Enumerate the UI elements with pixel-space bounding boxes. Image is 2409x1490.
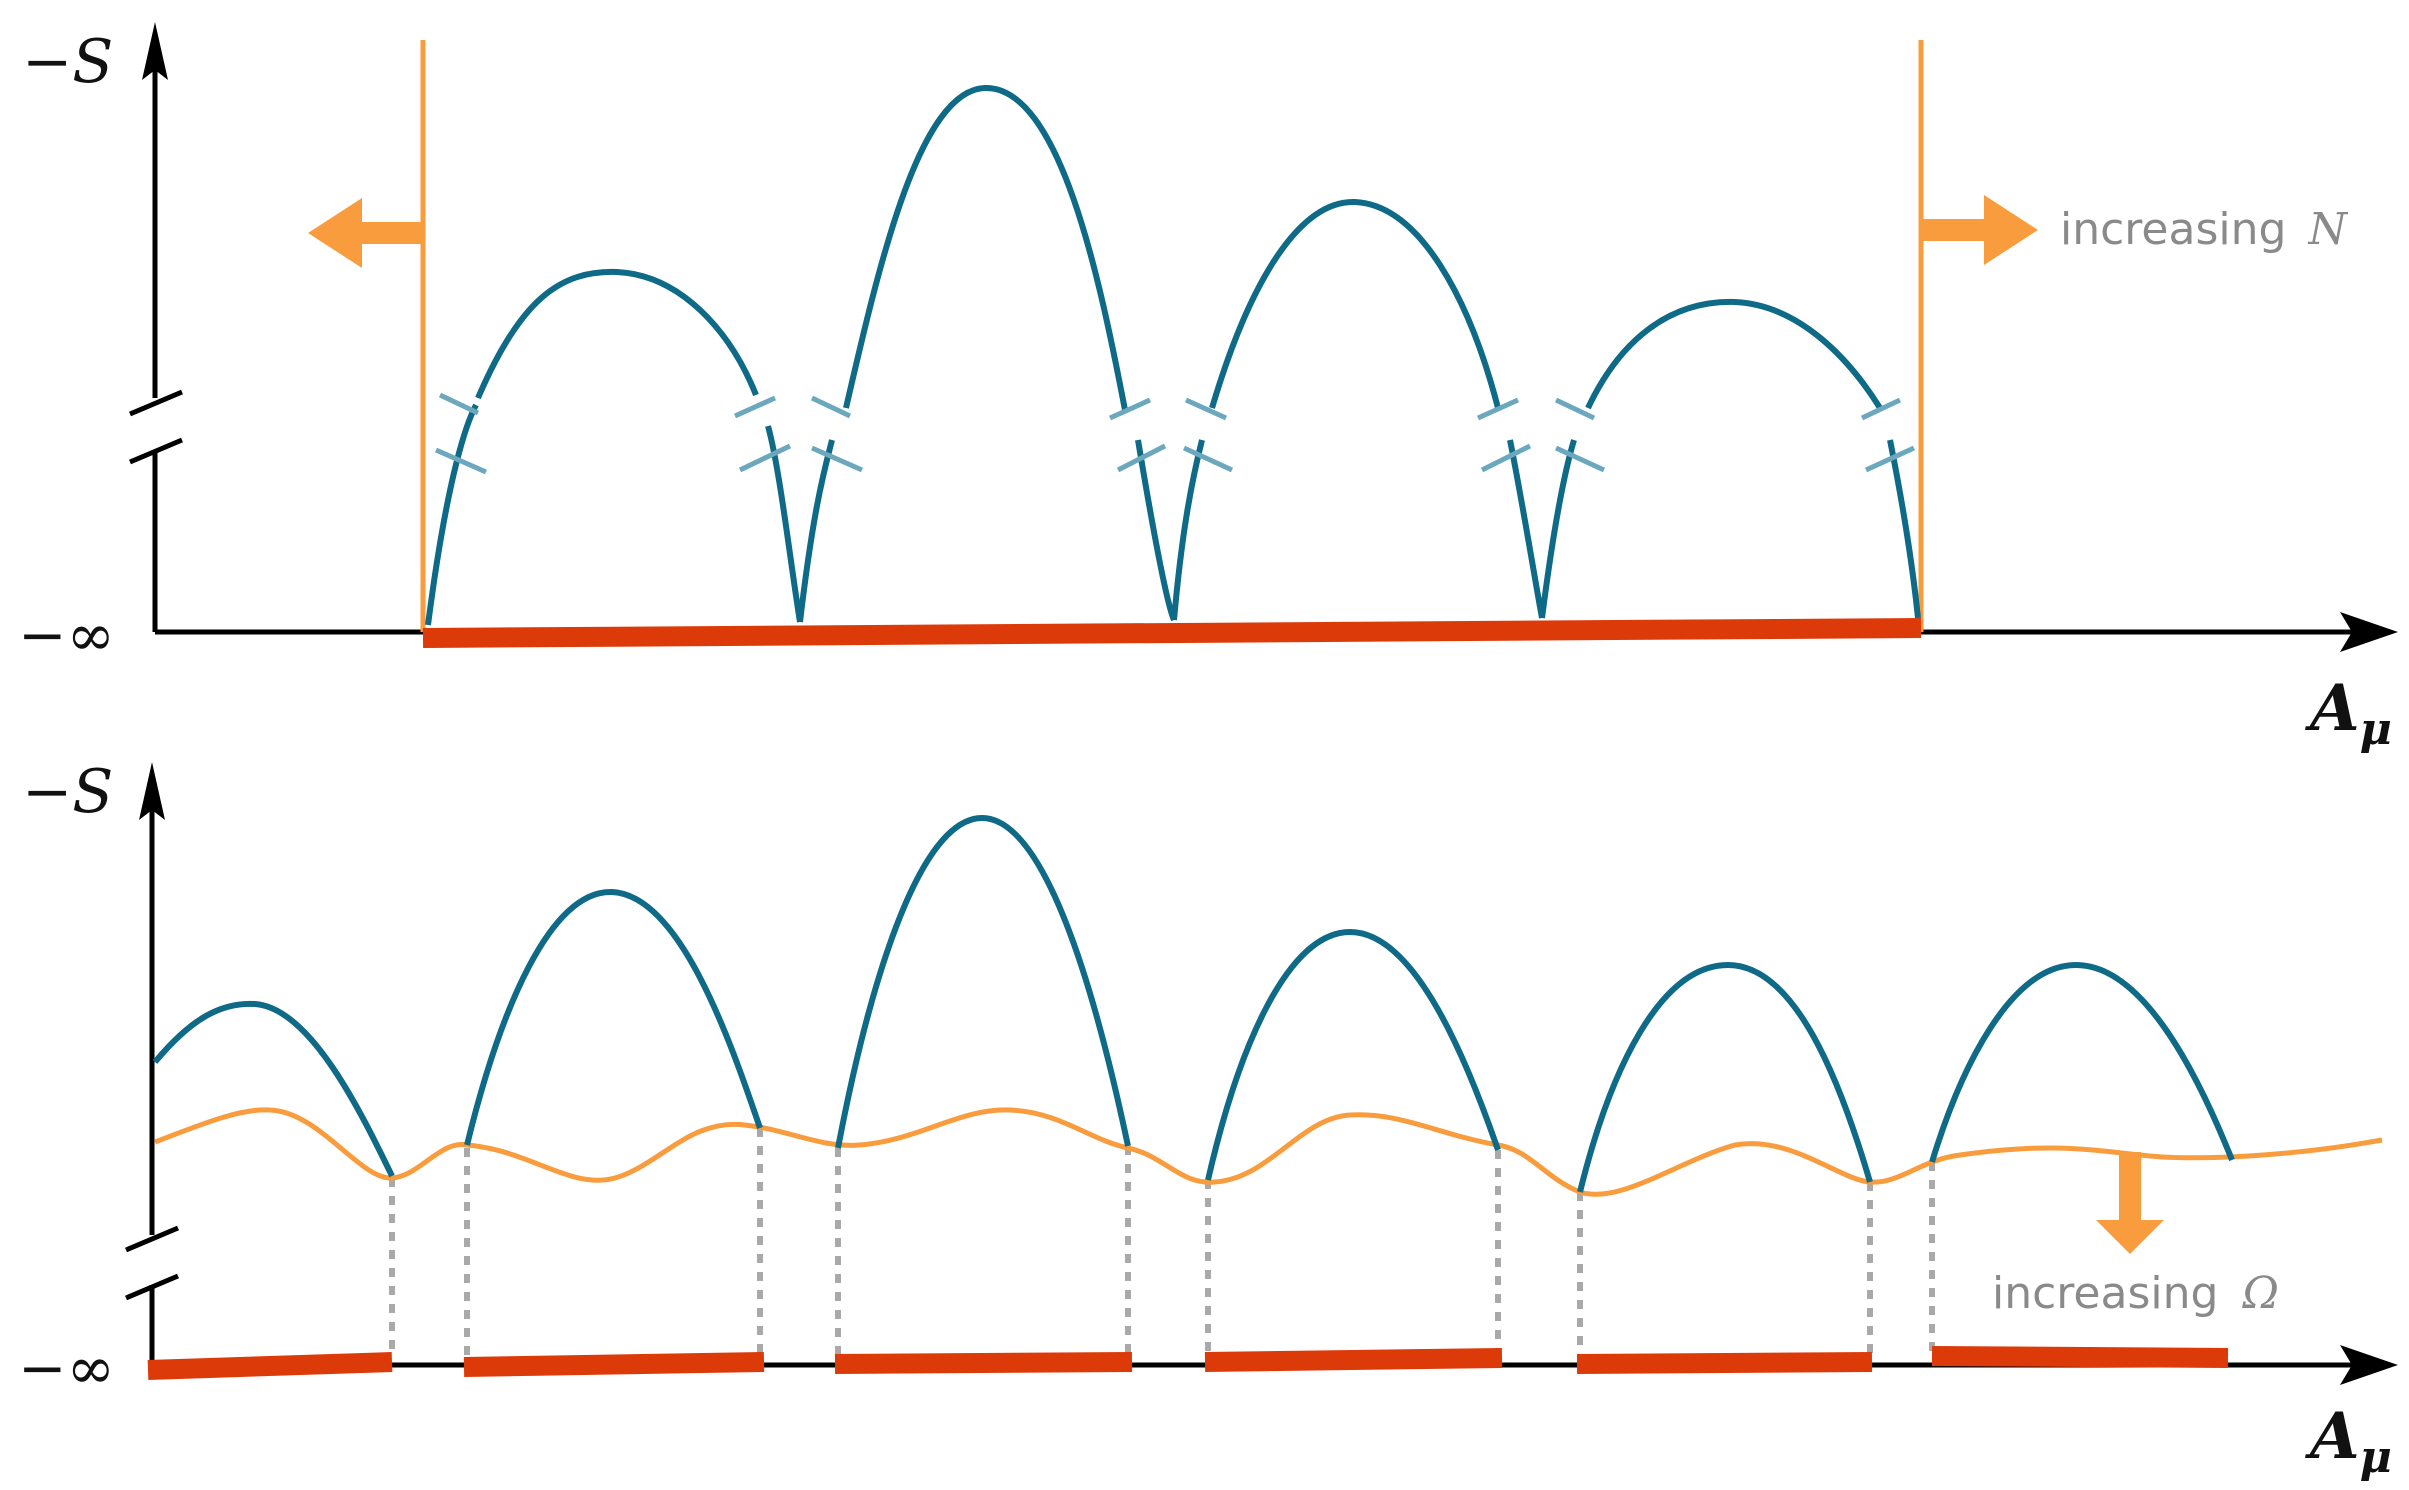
bottom-red-bar-1 — [147, 1352, 393, 1380]
bottom-arch-5 — [1577, 961, 1873, 1193]
bottom-red-bars — [147, 1346, 2229, 1380]
bottom-orange-curve — [154, 1107, 2383, 1197]
bottom-y-bottom-label: −∞ — [18, 1334, 115, 1402]
bottom-red-bar-4 — [1204, 1348, 1503, 1372]
bottom-red-bar-6 — [1931, 1346, 2229, 1368]
top-arches — [425, 84, 1921, 626]
top-y-bottom-label: −∞ — [18, 601, 115, 669]
bottom-arch-3 — [835, 814, 1131, 1149]
bottom-y-break-mark-upper — [125, 1225, 179, 1253]
top-arch-2 — [797, 84, 1177, 623]
bottom-down-push-arrow — [2096, 1152, 2164, 1254]
top-x-axis-label: Aμ — [2305, 671, 2392, 755]
bottom-arch-6 — [1929, 961, 2235, 1163]
bottom-red-bar-2 — [463, 1352, 765, 1377]
bottom-x-axis-label: Aμ — [2305, 1399, 2392, 1483]
top-red-bar — [422, 618, 1922, 648]
bottom-y-axis-label: −S — [22, 757, 113, 827]
top-arch-1 — [425, 268, 803, 626]
bottom-arch-4 — [1205, 928, 1501, 1181]
bottom-y-break-mark-lower — [125, 1273, 179, 1301]
bottom-arches — [152, 814, 2235, 1193]
top-arch-3 — [1171, 198, 1545, 621]
top-y-break-mark-lower — [129, 437, 183, 465]
top-right-push-arrow — [1921, 195, 2038, 265]
top-y-axis — [129, 22, 183, 632]
bottom-arch-1 — [152, 1000, 395, 1178]
bottom-red-bar-5 — [1576, 1352, 1873, 1374]
bottom-arch-2 — [464, 888, 763, 1146]
bottom-y-axis — [125, 762, 179, 1365]
top-y-break-mark-upper — [129, 389, 183, 417]
bottom-dotted-guides — [389, 1128, 1935, 1358]
top-arch-break-marks — [434, 392, 1916, 475]
bottom-red-bar-3 — [834, 1352, 1133, 1374]
top-left-push-arrow — [308, 198, 423, 268]
top-y-axis-label: −S — [22, 27, 113, 97]
top-arch-4 — [1539, 298, 1921, 619]
